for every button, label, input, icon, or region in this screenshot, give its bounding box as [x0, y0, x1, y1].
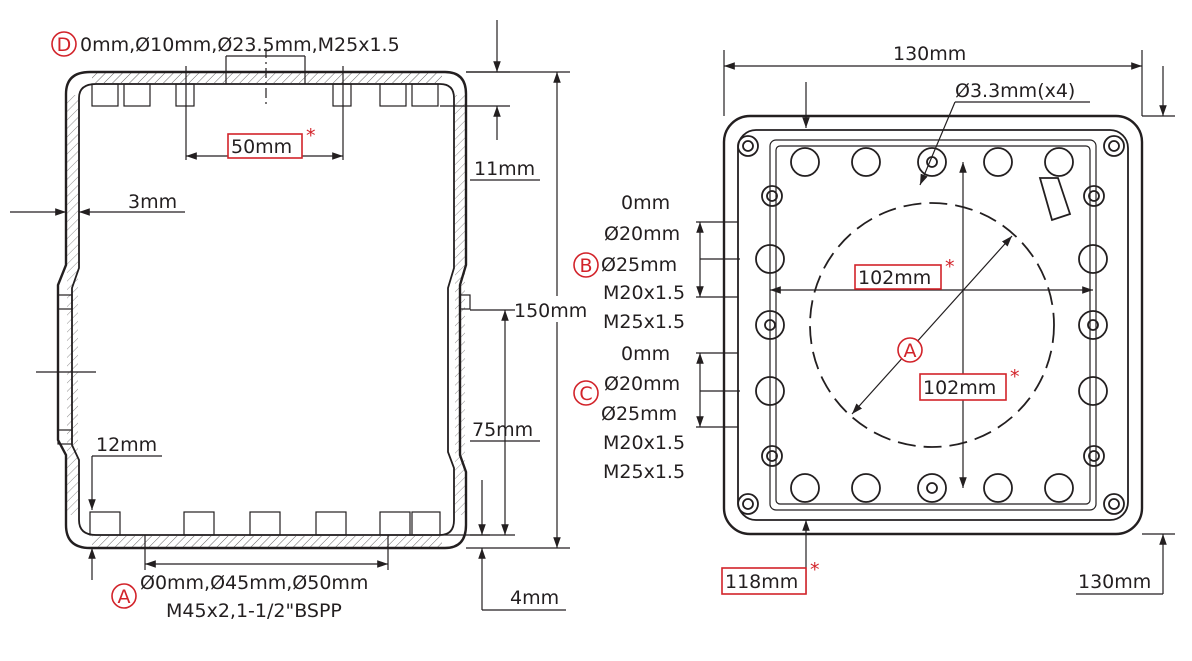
- top-body-inner: [737, 129, 1129, 521]
- leader-holes: [919, 101, 956, 186]
- holes-text: Ø3.3mm(x4): [955, 80, 1075, 102]
- dim-12-text: 12mm: [96, 434, 157, 456]
- side-view: D 0mm,Ø10mm,Ø23.5mm,M25x1.5 50mm * 3mm 1…: [10, 20, 598, 622]
- corner-screw-holes: [737, 135, 1125, 515]
- callout-a-text1: Ø0mm,Ø45mm,Ø50mm: [140, 572, 368, 594]
- callout-d-text: 0mm,Ø10mm,Ø23.5mm,M25x1.5: [80, 34, 400, 56]
- callout-a-circle: [111, 583, 137, 609]
- top-body-outer: [722, 114, 1144, 536]
- bottom-bosses: [89, 511, 441, 570]
- b-line-3: M20x1.5: [603, 282, 685, 304]
- dim-50-box: [227, 133, 303, 159]
- dim-150-text: 150mm: [514, 300, 587, 322]
- knockout-holes: [755, 147, 1108, 503]
- dim-102h-box: [854, 264, 942, 290]
- side-shell-outer: [56, 70, 468, 550]
- dim-4-text: 4mm: [510, 587, 559, 609]
- dim-102v-box: [919, 373, 1007, 401]
- callout-a-top-circle: [897, 337, 923, 363]
- dim-118-star: *: [810, 559, 820, 581]
- b-line-4: M25x1.5: [603, 311, 685, 333]
- dim-118-text: 118mm: [725, 571, 798, 593]
- dim-102h-text: 102mm: [858, 267, 931, 289]
- dim-50-text: 50mm: [231, 136, 292, 158]
- dim-75-text: 75mm: [472, 419, 533, 441]
- top-view: A 130mm 130mm Ø3.3mm(x4) 102mm * 102mm *…: [573, 43, 1175, 595]
- dim-50-star: *: [306, 125, 316, 147]
- c-line-1: Ø20mm: [604, 373, 680, 395]
- callout-a-top-letter: A: [904, 340, 917, 362]
- callout-a-text2: M45x2,1-1/2"BSPP: [166, 600, 342, 622]
- c-line-4: M25x1.5: [603, 461, 685, 483]
- dim-102v-text: 102mm: [923, 377, 996, 399]
- dim-102v-star: *: [1010, 366, 1020, 388]
- callout-c-circle: [573, 380, 599, 406]
- dim-130-width-text: 130mm: [893, 43, 966, 65]
- dim-11-text: 11mm: [474, 158, 535, 180]
- callout-c-letter: C: [579, 383, 592, 405]
- side-top-wall-hatch: [92, 73, 442, 83]
- callout-b-circle: [573, 252, 599, 278]
- callout-a-letter: A: [118, 586, 131, 608]
- dim-line-a-diameter: [851, 235, 1013, 415]
- top-bosses: [91, 48, 439, 160]
- dim-118-box: [721, 567, 807, 595]
- dim-102h-star: *: [945, 256, 955, 278]
- mounting-holes: [755, 147, 1108, 503]
- c-line-0: 0mm: [621, 343, 670, 365]
- callout-b-letter: B: [579, 255, 592, 277]
- callout-d-circle: [51, 31, 77, 57]
- top-cavity: [769, 139, 1097, 511]
- b-line-2: Ø25mm: [601, 254, 677, 276]
- b-line-1: Ø20mm: [604, 223, 680, 245]
- knockout-a-dashed: [809, 202, 1055, 448]
- dim-3-text: 3mm: [128, 191, 177, 213]
- c-line-2: Ø25mm: [601, 403, 677, 425]
- callout-d-letter: D: [57, 34, 72, 56]
- side-bottom-wall-hatch: [92, 536, 442, 547]
- b-line-0: 0mm: [621, 192, 670, 214]
- dim-130-height-text: 130mm: [1078, 571, 1151, 593]
- c-line-3: M20x1.5: [603, 432, 685, 454]
- side-clips: [36, 294, 471, 445]
